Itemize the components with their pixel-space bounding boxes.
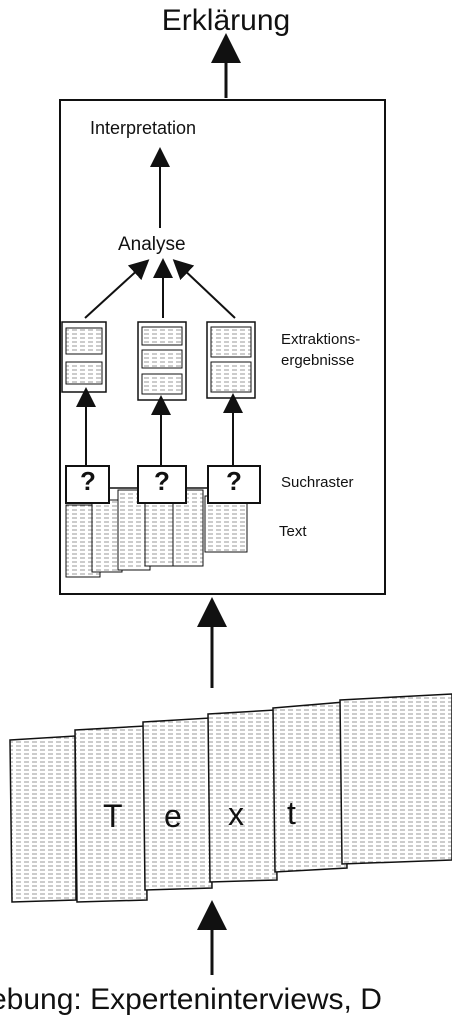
suchraster-mark-left: ? [80, 466, 96, 496]
arrow-right-to-analyse [172, 259, 236, 319]
text-stack [9, 693, 452, 903]
suchraster-mark-right: ? [226, 466, 242, 496]
erklaerung-label: Erklärung [161, 4, 291, 37]
stack-letter-e: e [164, 798, 182, 834]
stack-letter-t: T [103, 798, 123, 834]
suchraster-label: Suchraster [281, 474, 354, 491]
extraction-sheet-right [206, 321, 256, 399]
extraction-sheet-left [61, 321, 107, 393]
arrow-left-to-analyse [84, 259, 150, 319]
analyse-label: Analyse [118, 234, 186, 255]
bottom-label: ebung: Experteninterviews, D [0, 983, 382, 1016]
text-label: Text [279, 523, 307, 540]
extraction-sheet-middle [137, 321, 187, 401]
stack-letter-t2: t [287, 795, 296, 831]
interpretation-label: Interpretation [90, 118, 197, 138]
suchraster-mark-middle: ? [154, 466, 170, 496]
suchraster-row [65, 465, 261, 504]
extraktion-label-line2: ergebnisse [281, 352, 355, 369]
stack-letter-x: x [228, 796, 244, 832]
extraktion-label-line1: Extraktions- [281, 331, 361, 348]
process-frame [59, 99, 386, 595]
